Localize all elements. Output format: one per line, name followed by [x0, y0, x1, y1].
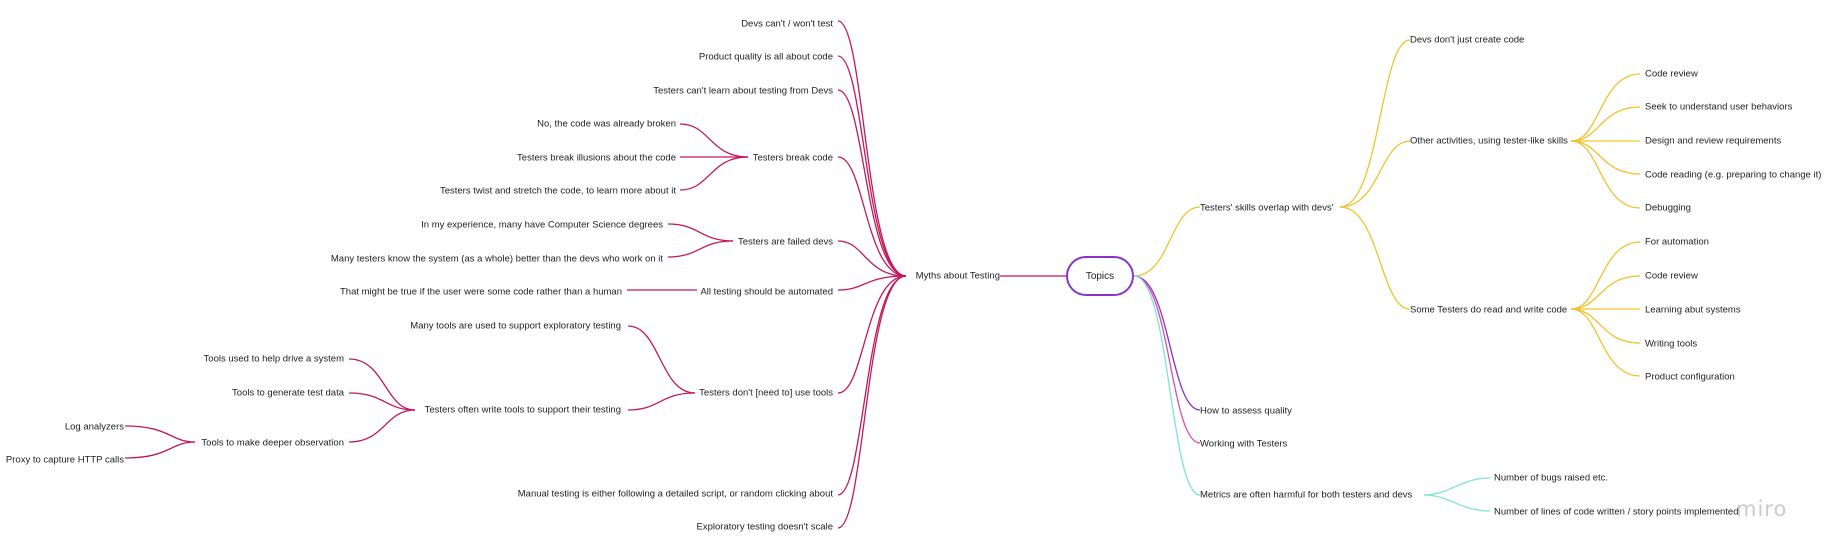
write-tools-drive-system[interactable]: Tools used to help drive a system [203, 353, 344, 365]
some-writing-tools[interactable]: Writing tools [1645, 338, 1698, 350]
other-debugging[interactable]: Debugging [1645, 202, 1691, 214]
skills-branch-lines [1133, 39, 1641, 377]
myth-devs-cant-test[interactable]: Devs can't / won't test [741, 18, 833, 30]
observation-proxy[interactable]: Proxy to capture HTTP calls [5, 454, 124, 466]
myth-failed-devs[interactable]: Testers are failed devs [737, 236, 833, 248]
metrics-branch-lines [1133, 275, 1491, 512]
topics-label: Topics [1085, 270, 1115, 282]
skills-testers-read-write-code[interactable]: Some Testers do read and write code [1410, 304, 1568, 316]
topic-working-with-testers[interactable]: Working with Testers [1200, 438, 1288, 450]
other-code-review[interactable]: Code review [1645, 68, 1698, 80]
some-learning-systems[interactable]: Learning abut systems [1645, 304, 1741, 316]
some-for-automation[interactable]: For automation [1645, 236, 1709, 248]
break-code-child-1[interactable]: No, the code was already broken [537, 118, 676, 130]
assess-line [1133, 275, 1201, 411]
topics-center-node[interactable]: Topics [1066, 256, 1134, 296]
myth-exploratory-scale[interactable]: Exploratory testing doesn't scale [696, 521, 833, 533]
failed-devs-child-1[interactable]: In my experience, many have Computer Sci… [421, 219, 663, 231]
myths-branch-lines [124, 20, 1067, 529]
break-code-child-2[interactable]: Testers break illusions about the code [517, 152, 676, 164]
write-tools-deeper-observation[interactable]: Tools to make deeper observation [201, 437, 344, 449]
working-line [1133, 275, 1201, 444]
failed-devs-child-2[interactable]: Many testers know the system (as a whole… [330, 253, 663, 265]
other-user-behaviors[interactable]: Seek to understand user behaviors [1645, 101, 1793, 113]
observation-log-analyzers[interactable]: Log analyzers [64, 421, 124, 433]
myth-testers-cant-learn[interactable]: Testers can't learn about testing from D… [653, 85, 833, 97]
myth-product-quality[interactable]: Product quality is all about code [698, 51, 833, 63]
myth-all-automated[interactable]: All testing should be automated [700, 286, 833, 298]
myth-testers-break-code[interactable]: Testers break code [752, 152, 833, 164]
metrics-bugs-raised[interactable]: Number of bugs raised etc. [1494, 472, 1609, 484]
topic-assess-quality[interactable]: How to assess quality [1200, 405, 1292, 417]
metrics-lines-of-code[interactable]: Number of lines of code written / story … [1494, 506, 1739, 518]
write-tools-generate-data[interactable]: Tools to generate test data [232, 387, 344, 399]
myth-manual-testing[interactable]: Manual testing is either following a det… [517, 488, 833, 500]
other-code-reading[interactable]: Code reading (e.g. preparing to change i… [1645, 169, 1822, 181]
skills-other-activities[interactable]: Other activities, using tester-like skil… [1410, 135, 1568, 147]
myth-dont-use-tools[interactable]: Testers don't [need to] use tools [699, 387, 833, 399]
some-product-configuration[interactable]: Product configuration [1645, 371, 1735, 383]
tools-child-exploratory[interactable]: Many tools are used to support explorato… [410, 320, 621, 332]
skills-root-node[interactable]: Testers' skills overlap with devs' [1200, 202, 1334, 214]
topic-metrics-harmful[interactable]: Metrics are often harmful for both teste… [1200, 489, 1413, 501]
tools-child-write-tools[interactable]: Testers often write tools to support the… [424, 404, 621, 416]
break-code-child-3[interactable]: Testers twist and stretch the code, to l… [439, 185, 676, 197]
skills-devs-dont-just-code[interactable]: Devs don't just create code [1410, 34, 1525, 46]
miro-logo: miro [1736, 497, 1788, 521]
automated-child-1[interactable]: That might be true if the user were some… [340, 286, 622, 298]
other-requirements[interactable]: Design and review requirements [1645, 135, 1782, 147]
some-code-review[interactable]: Code review [1645, 270, 1698, 282]
myths-root-node[interactable]: Myths about Testing [915, 270, 1000, 282]
